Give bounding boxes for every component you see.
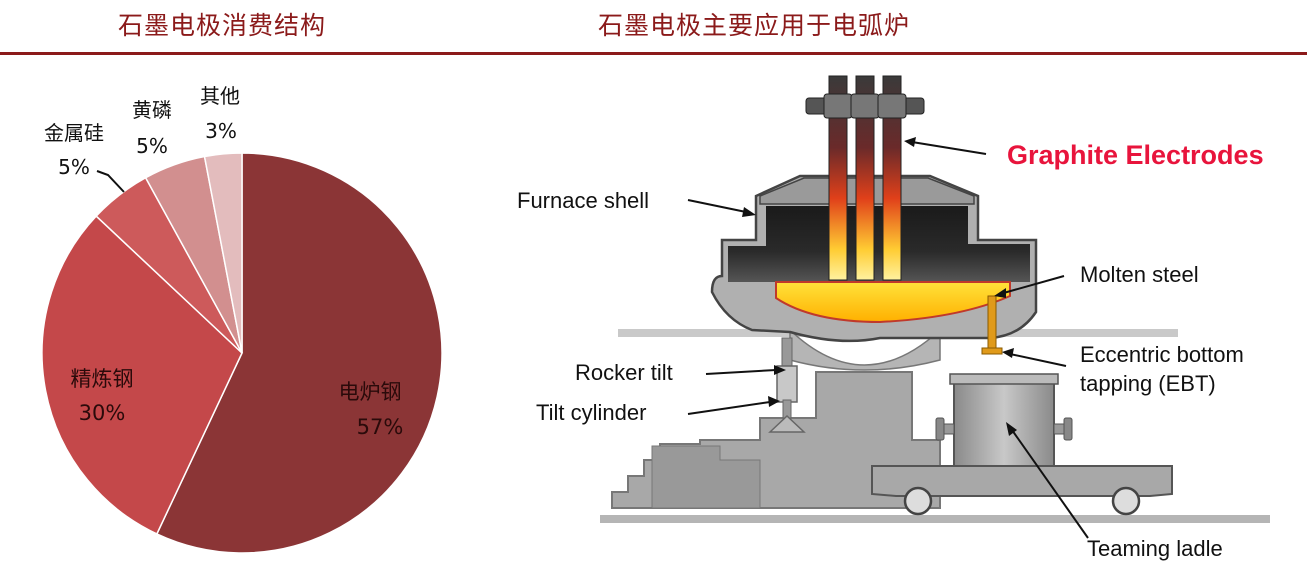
pie-pct-silicon-metal: 5% [58,155,90,179]
label-rocker-tilt: Rocker tilt [575,360,673,385]
pie-pct-yellow-phosphorus: 5% [136,134,168,158]
leader-molten-steel [999,275,1065,295]
electrode-1 [828,75,848,281]
furnace-diagram [600,75,1270,539]
label-furnace-shell: Furnace shell [517,188,649,213]
label-graphite-electrodes: Graphite Electrodes [1007,140,1264,170]
pie-label-silicon-metal: 金属硅 [44,121,104,145]
electrode-2 [855,75,875,281]
leader-furnace-shell [687,199,747,213]
label-ebt-line2: tapping (EBT) [1080,371,1216,396]
pie-leader-line [96,170,125,193]
pie-slice-other [203,152,243,354]
pie-section-title: 石墨电极消费结构 [118,11,327,40]
electrode-3 [882,75,902,281]
ground-line [600,515,1270,523]
pie-pct-refined-steel: 30% [79,401,126,425]
leader-rocker-tilt [705,369,777,375]
pie-chart [41,152,443,554]
pie-label-electric-furnace-steel: 电炉钢 [339,380,402,404]
pie-label-refined-steel: 精炼钢 [71,367,134,391]
leader-ebt [1009,353,1067,367]
pie-label-yellow-phosphorus: 黄磷 [132,98,172,122]
furnace-interior [728,206,1030,282]
pie-pct-electric-furnace-steel: 57% [357,415,404,439]
pie-slice-electric-furnace-steel [155,152,443,554]
rocker-support [789,328,941,371]
label-ebt-line1: Eccentric bottom [1080,342,1244,367]
header-divider [0,52,1307,55]
pie-pct-other: 3% [205,119,237,143]
pie-slice-refined-steel [41,215,243,535]
teaming-ladle-shape [953,377,1055,467]
label-teaming-ladle: Teaming ladle [1087,536,1223,561]
leader-teaming-ladle [1011,429,1089,539]
label-tilt-cylinder: Tilt cylinder [536,400,646,425]
leader-graphite [911,141,987,155]
diagram-section-title: 石墨电极主要应用于电弧炉 [598,11,911,40]
leader-tilt-cylinder [687,401,771,415]
label-molten-steel: Molten steel [1080,262,1199,287]
pie-label-other: 其他 [200,84,240,108]
